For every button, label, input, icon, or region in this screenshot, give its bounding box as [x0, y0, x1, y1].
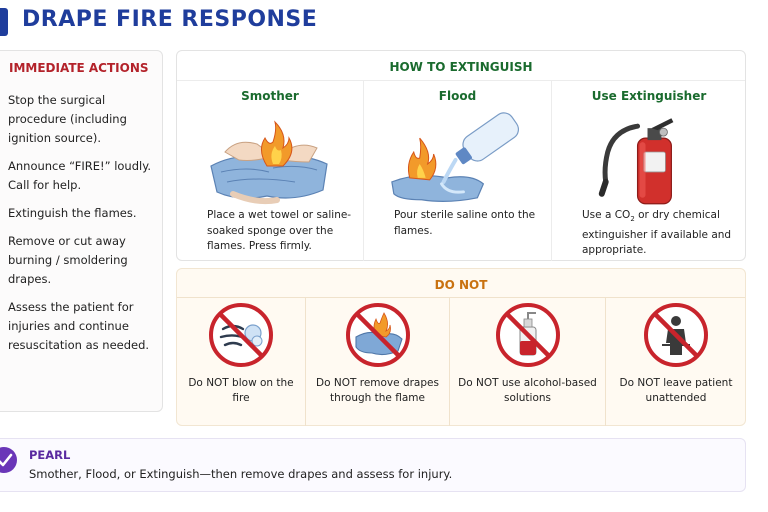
page-title: DRAPE FIRE RESPONSE	[22, 7, 318, 32]
divider	[177, 297, 745, 298]
fire-extinguisher-icon	[598, 118, 674, 205]
wet-towel-smother-icon	[210, 120, 328, 205]
immediate-action-item: Extinguish the flames.	[8, 206, 137, 220]
immediate-actions-card: IMMEDIATE ACTIONS Stop the surgical proc…	[0, 50, 163, 412]
method-title: Use Extinguisher	[591, 89, 707, 103]
immediate-action-item: Remove or cut away burning / smoldering …	[8, 234, 128, 286]
immediate-actions-list: Stop the surgical procedure (including i…	[8, 91, 166, 364]
do-not-item: Do NOT blow on the fire	[177, 297, 305, 426]
do-not-item: Do NOT remove drapes through the flame	[305, 297, 449, 426]
how-to-extinguish-card: HOW TO EXTINGUISH Smother Place a wet to…	[176, 50, 746, 261]
immediate-action-item: Announce “FIRE!” loudly. Call for help.	[8, 159, 152, 192]
method-description: Place a wet towel or saline-soaked spong…	[207, 209, 352, 252]
pearl-text: Smother, Flood, or Extinguish—then remov…	[29, 467, 453, 481]
divider	[177, 80, 745, 81]
no-remove-drapes-icon	[345, 303, 410, 367]
do-not-label: Do NOT blow on the fire	[188, 377, 294, 404]
no-blowing-icon	[209, 303, 273, 367]
immediate-action-item: Assess the patient for injuries and cont…	[8, 300, 150, 352]
pearl-card: PEARL Smother, Flood, or Extinguish—then…	[0, 438, 746, 492]
no-leave-patient-icon	[644, 303, 708, 367]
method-flood: Flood Pour sterile saline onto the flame…	[363, 80, 551, 261]
do-not-label: Do NOT leave patient unattended	[619, 377, 733, 404]
checkmark-icon	[0, 447, 17, 473]
method-description: Use a CO2 or dry chemical extinguisher i…	[582, 209, 732, 257]
do-not-label: Do NOT use alcohol-based solutions	[458, 377, 597, 404]
no-alcohol-icon	[495, 303, 560, 367]
do-not-item: Do NOT leave patient unattended	[605, 297, 746, 426]
do-not-card: DO NOT Do NOT blow on the fire Do NOT re…	[176, 268, 746, 426]
how-to-extinguish-title: HOW TO EXTINGUISH	[389, 60, 533, 74]
immediate-actions-title: IMMEDIATE ACTIONS	[9, 61, 149, 75]
method-smother: Smother Place a wet towel or saline-soak…	[177, 80, 363, 261]
saline-pour-icon	[391, 112, 520, 202]
method-description: Pour sterile saline onto the flames.	[394, 209, 536, 237]
pearl-title: PEARL	[29, 448, 71, 462]
do-not-item: Do NOT use alcohol-based solutions	[449, 297, 605, 426]
do-not-label: Do NOT remove drapes through the flame	[316, 377, 439, 404]
method-extinguisher: Use Extinguisher Use a CO2 or dry chemic…	[551, 80, 746, 261]
do-not-title: DO NOT	[434, 278, 488, 292]
method-title: Flood	[438, 89, 477, 103]
header-badge	[0, 8, 8, 36]
immediate-action-item: Stop the surgical procedure (including i…	[8, 93, 127, 145]
method-title: Smother	[241, 89, 299, 103]
